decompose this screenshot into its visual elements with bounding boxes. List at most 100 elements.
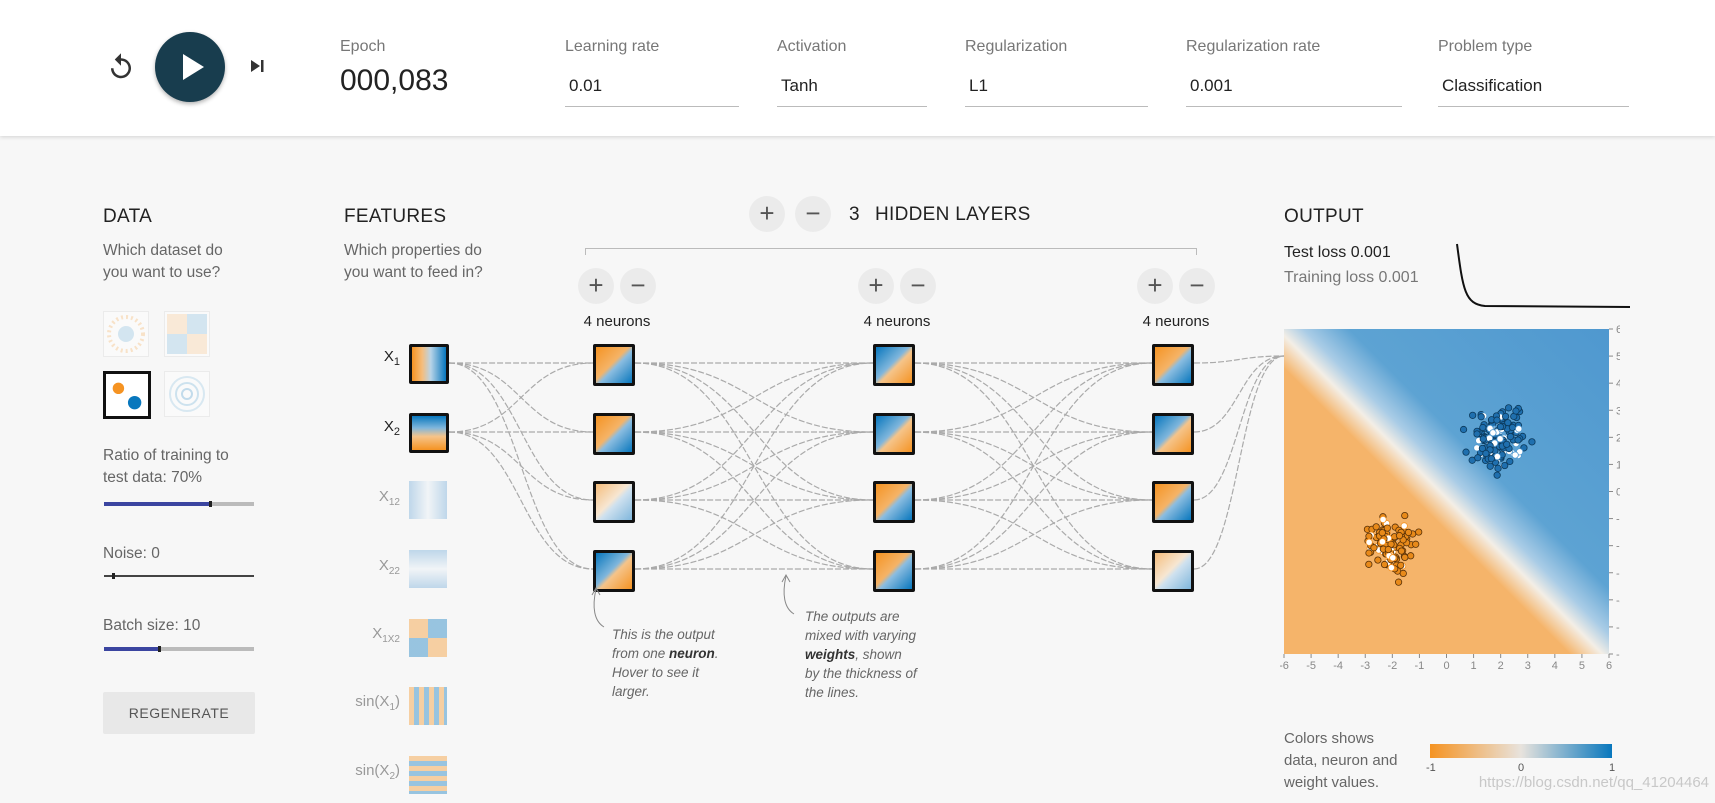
feature-label-x2: X2 [383, 418, 400, 438]
data-point [1502, 412, 1510, 421]
learning-rate-select[interactable]: 0.01 [565, 76, 739, 107]
data-point [1489, 429, 1497, 437]
activation-select[interactable]: Tanh [777, 76, 927, 107]
data-point [1400, 522, 1408, 530]
feature-sin-x1[interactable] [409, 687, 447, 725]
data-point [1395, 532, 1404, 540]
y-tick-label: 0 [1616, 487, 1620, 499]
note-weights-line2: mixed with varying [805, 628, 917, 643]
feature-x2[interactable] [409, 413, 449, 453]
output-title: OUTPUT [1284, 206, 1364, 227]
regenerate-button[interactable]: REGENERATE [103, 692, 255, 734]
layer1-remove-neuron-button[interactable]: − [620, 268, 656, 304]
data-point [1493, 452, 1501, 461]
layer1-add-neuron-button[interactable]: + [578, 268, 614, 304]
problem-type-select[interactable]: Classification [1438, 76, 1629, 107]
data-point [1415, 528, 1423, 536]
data-point [1494, 464, 1502, 472]
data-point [1512, 407, 1520, 415]
data-point [1365, 532, 1373, 540]
noise-slider-knob[interactable] [112, 573, 115, 579]
data-point [1515, 425, 1523, 433]
layer2-add-neuron-button[interactable]: + [858, 268, 894, 304]
feature-label-x1x2: X1X2 [372, 625, 400, 645]
remove-layer-button[interactable]: − [795, 196, 831, 232]
neuron-l1-n4[interactable] [593, 550, 635, 592]
neuron-l1-n3[interactable] [593, 481, 635, 523]
dataset-xor-thumb[interactable] [164, 311, 210, 357]
batch-size-slider[interactable] [104, 646, 254, 652]
batch-size-slider-knob[interactable] [158, 646, 161, 652]
data-point [1474, 454, 1482, 462]
neuron-l3-n2[interactable] [1152, 413, 1194, 455]
ratio-slider[interactable] [104, 501, 254, 507]
noise-label: Noise: 0 [103, 545, 160, 562]
data-point [1486, 462, 1494, 470]
regularization-rate-select[interactable]: 0.001 [1186, 76, 1402, 107]
x-tick-label: 3 [1525, 660, 1531, 672]
regularization-select[interactable]: L1 [965, 76, 1148, 107]
add-layer-button[interactable]: + [749, 196, 785, 232]
test-loss: Test loss 0.001 [1284, 244, 1391, 261]
legend-text-line2: data, neuron and [1284, 752, 1398, 769]
training-loss: Training loss 0.001 [1284, 269, 1419, 286]
features-subtitle: Which properties do you want to feed in? [344, 240, 483, 284]
data-point [1496, 423, 1505, 431]
y-tick-label: -2 [1616, 541, 1620, 553]
data-point [1473, 430, 1481, 438]
y-tick-label: -3 [1616, 568, 1620, 580]
x-tick-label: -6 [1280, 660, 1289, 672]
dataset-spiral-thumb[interactable] [164, 371, 210, 417]
features-title: FEATURES [344, 206, 447, 227]
note-neuron: This is the output from one neuron. Hove… [612, 625, 719, 701]
legend-max: 1 [1609, 762, 1616, 774]
layer3-add-neuron-button[interactable]: + [1137, 268, 1173, 304]
legend-min: -1 [1426, 762, 1436, 774]
reset-icon[interactable] [106, 52, 136, 82]
features-subtitle-line2: you want to feed in? [344, 264, 483, 281]
layer2-neuron-count: 4 neurons [863, 313, 931, 330]
neuron-l3-n3[interactable] [1152, 481, 1194, 523]
ratio-label-line1: Ratio of training to [103, 447, 229, 464]
play-button[interactable] [155, 32, 225, 102]
feature-x1[interactable] [409, 344, 449, 384]
neuron-l3-n1[interactable] [1152, 344, 1194, 386]
x-tick-label: 5 [1579, 660, 1585, 672]
regularization-rate-label: Regularization rate [1186, 38, 1321, 55]
step-icon[interactable] [246, 54, 270, 78]
neuron-l2-n3[interactable] [873, 481, 915, 523]
data-point [1387, 564, 1395, 572]
neuron-l2-n4[interactable] [873, 550, 915, 592]
neuron-l1-n1[interactable] [593, 344, 635, 386]
data-point [1397, 561, 1405, 569]
neuron-l1-n2[interactable] [593, 413, 635, 455]
noise-slider[interactable] [104, 573, 254, 579]
data-point [1493, 471, 1501, 479]
data-point [1378, 529, 1386, 537]
data-point [1511, 451, 1519, 459]
ratio-slider-knob[interactable] [209, 501, 212, 507]
data-point [1372, 523, 1380, 531]
dataset-circle-thumb[interactable] [103, 311, 149, 357]
data-subtitle: Which dataset do you want to use? [103, 240, 223, 284]
feature-label-x2-squared: X22 [378, 557, 400, 577]
layer3-remove-neuron-button[interactable]: − [1179, 268, 1215, 304]
data-point [1462, 448, 1470, 456]
x-tick-label: 4 [1552, 660, 1558, 672]
neuron-l2-n1[interactable] [873, 344, 915, 386]
layer2-remove-neuron-button[interactable]: − [900, 268, 936, 304]
x-tick-label: -4 [1333, 660, 1343, 672]
layer1-neuron-count: 4 neurons [583, 313, 651, 330]
dataset-gaussian-thumb[interactable] [103, 371, 151, 419]
data-point [1384, 545, 1392, 554]
neuron-l2-n2[interactable] [873, 413, 915, 455]
feature-x1-squared[interactable] [409, 481, 447, 519]
neuron-l3-n4[interactable] [1152, 550, 1194, 592]
feature-x2-squared[interactable] [409, 550, 447, 588]
problem-type-label: Problem type [1438, 38, 1533, 55]
note-weights-line5: the lines. [805, 685, 860, 700]
y-tick-label: 4 [1616, 378, 1620, 390]
data-point [1374, 556, 1382, 564]
feature-x1x2[interactable] [409, 619, 447, 657]
feature-sin-x2[interactable] [409, 756, 447, 794]
